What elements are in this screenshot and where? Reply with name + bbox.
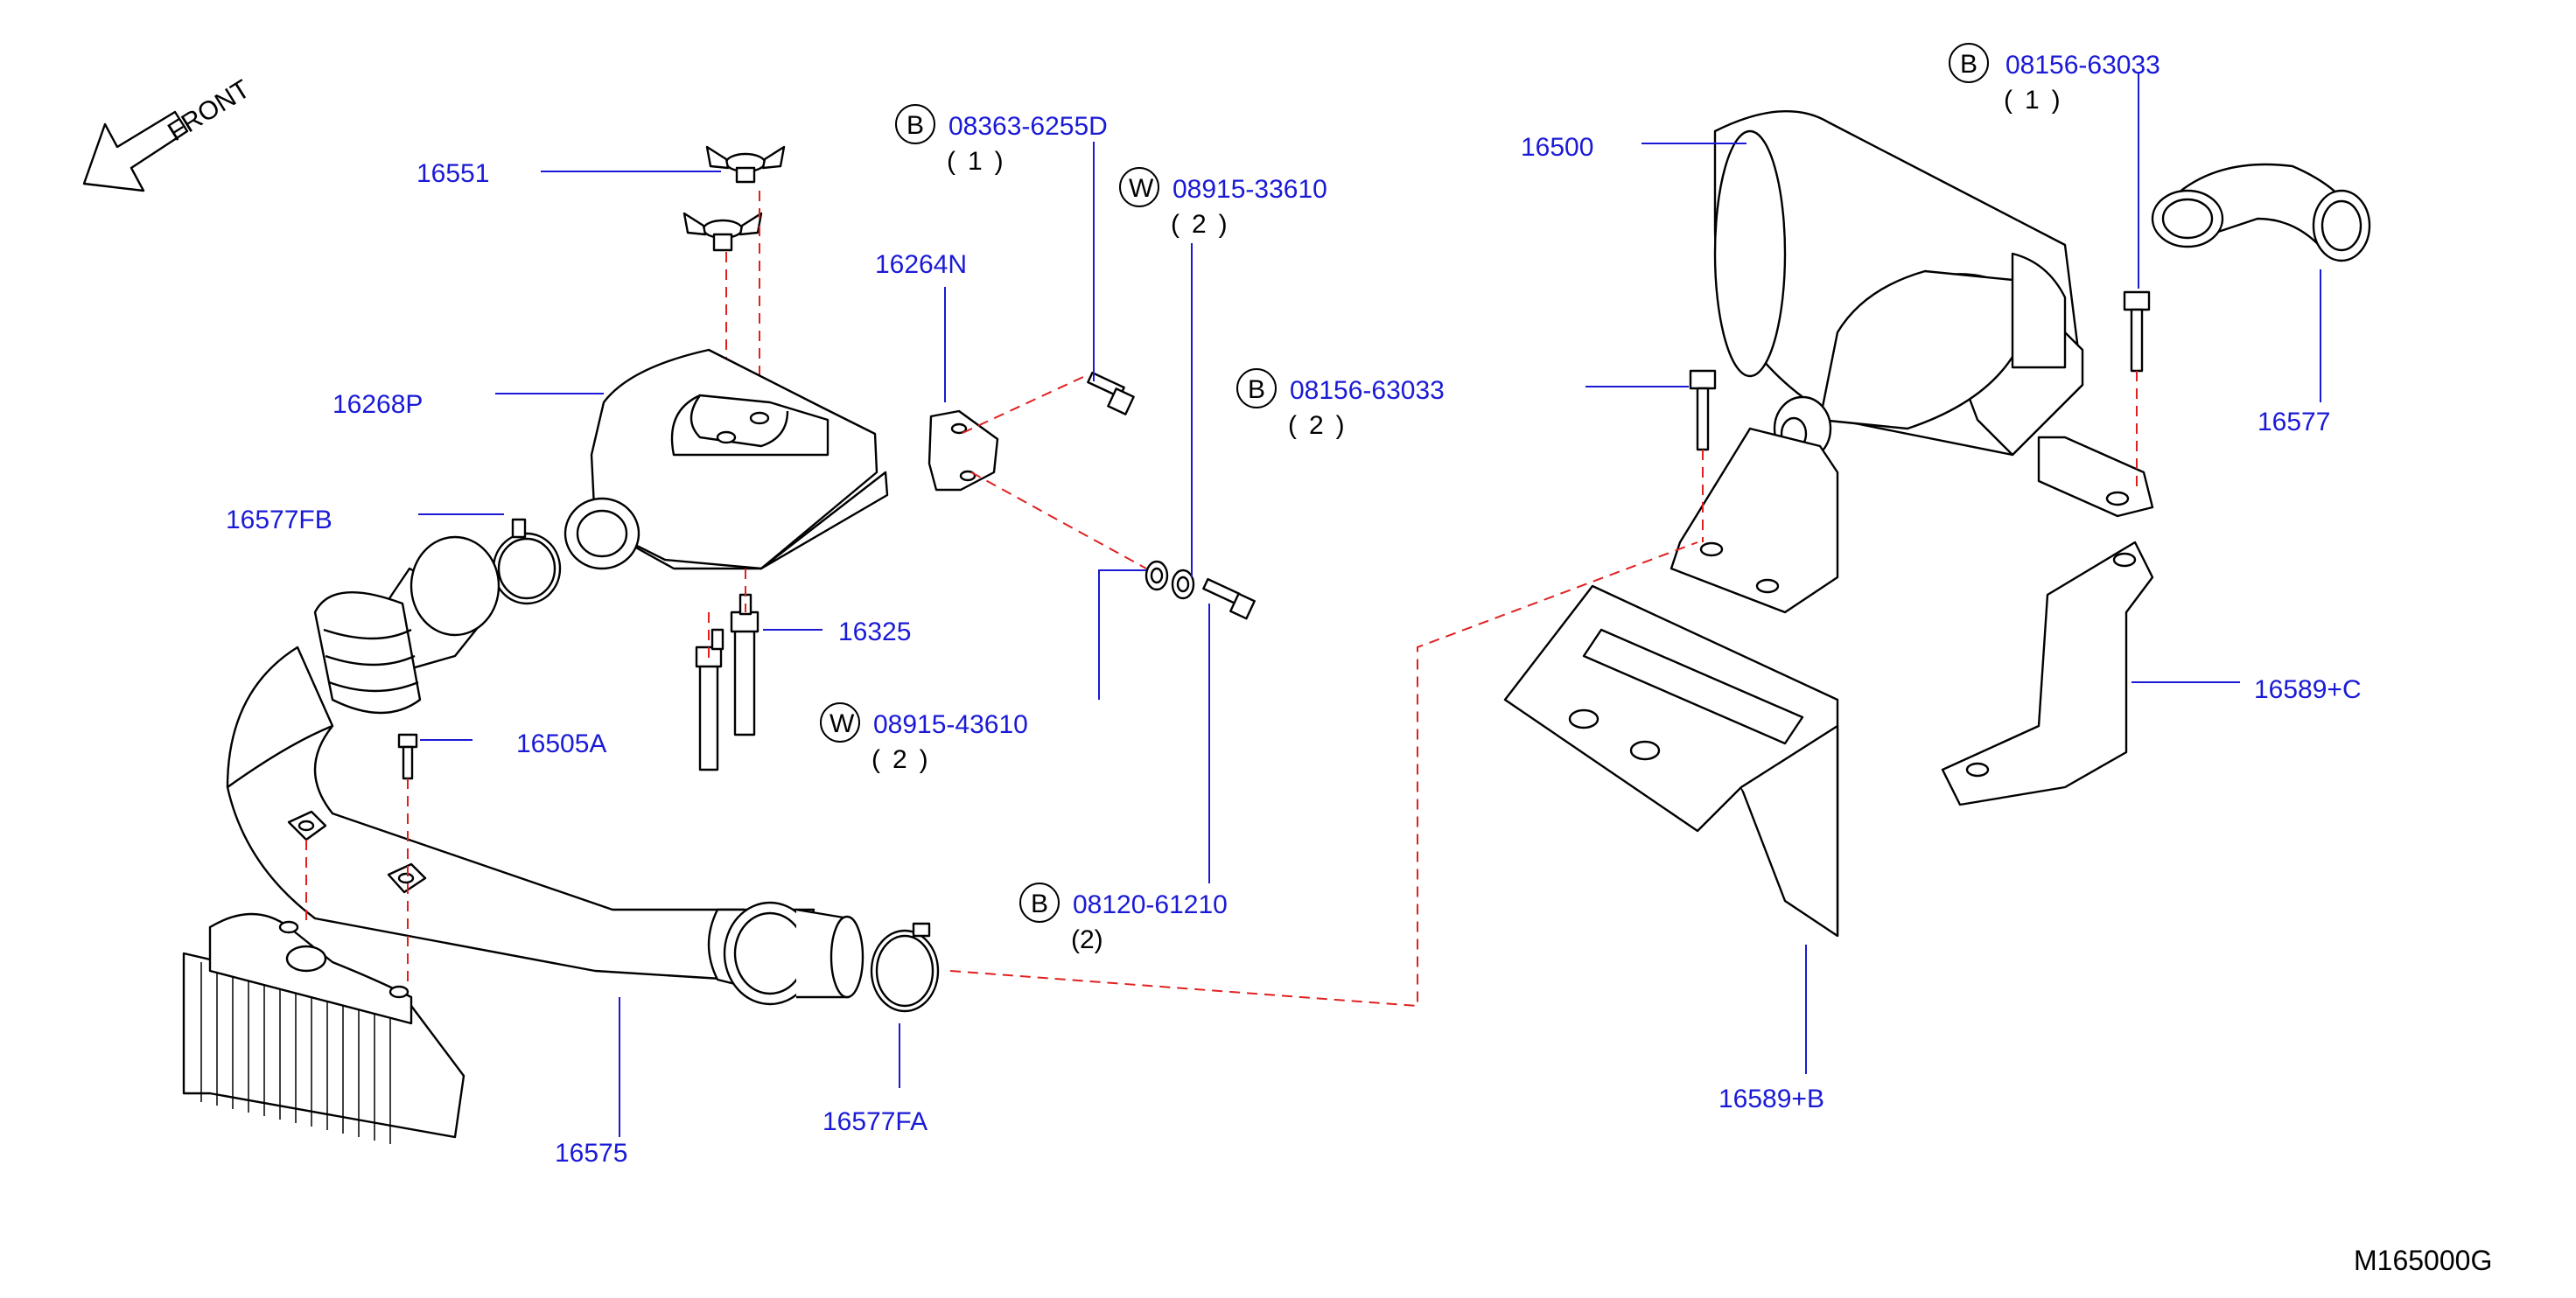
- bolt-icon: [2123, 290, 2151, 373]
- wing-nut-icon: [682, 212, 763, 252]
- fastener-number: 08156-63033: [1290, 376, 1445, 405]
- fastener-qty: (2): [1171, 210, 1240, 239]
- fastener-qty: (2): [1071, 925, 1103, 954]
- hose-clamp-icon: [492, 518, 562, 605]
- washer-icon: [1144, 560, 1169, 591]
- fastener-prefix: B: [906, 111, 924, 140]
- fastener-prefix: B: [1248, 375, 1265, 404]
- part-label-16575: 16575: [555, 1139, 627, 1168]
- air-cleaner-cover-icon: [564, 348, 889, 570]
- part-label-16264N: 16264N: [875, 250, 967, 279]
- fastener-number: 08363-6255D: [948, 112, 1108, 141]
- bolt-icon: [1689, 369, 1717, 451]
- fastener-callout: B 08120-61210 (2): [1019, 883, 1228, 954]
- fastener-number: 08915-43610: [873, 710, 1028, 739]
- circle-letter-icon: [820, 702, 860, 743]
- fastener-callout: W 08915-33610 (2): [1119, 167, 1327, 239]
- fastener-qty: (2): [1288, 411, 1357, 440]
- circle-letter-icon: [1119, 167, 1159, 207]
- fastener-callout: B 08156-63033 (1): [1949, 43, 2160, 115]
- fastener-qty: (1): [947, 147, 1016, 176]
- wing-nut-icon: [705, 145, 786, 184]
- bolt-icon: [1087, 371, 1135, 415]
- hose-elbow-icon: [2151, 163, 2371, 262]
- air-duct-icon: [226, 535, 864, 1006]
- front-label: FRONT: [163, 74, 255, 147]
- bolt-icon: [397, 733, 418, 780]
- fastener-callout: B 08363-6255D (1): [895, 104, 1108, 176]
- washer-icon: [1171, 569, 1195, 600]
- part-label-16589C: 16589+C: [2254, 675, 2362, 704]
- bolt-icon: [1202, 577, 1256, 620]
- part-label-16500: 16500: [1521, 133, 1593, 162]
- fastener-qty: (2): [872, 745, 941, 774]
- radiator-icon: [182, 912, 466, 1144]
- part-label-16551: 16551: [416, 159, 489, 188]
- fastener-qty: (1): [2004, 86, 2073, 115]
- circle-letter-icon: [1019, 883, 1060, 923]
- diagram-code: M165000G: [2354, 1245, 2492, 1276]
- bracket-icon: [1941, 541, 2154, 806]
- hose-clamp-icon: [870, 922, 940, 1013]
- circle-letter-icon: [1236, 368, 1277, 408]
- part-label-16505A: 16505A: [516, 729, 606, 758]
- fastener-callout: W 08915-43610 (2): [820, 702, 1028, 774]
- fastener-number: 08120-61210: [1073, 890, 1228, 919]
- circle-letter-icon: [895, 104, 935, 144]
- front-arrow-icon: [82, 110, 189, 192]
- part-label-16268P: 16268P: [332, 390, 423, 419]
- circle-letter-icon: [1949, 43, 1989, 83]
- part-label-16577FB: 16577FB: [226, 506, 332, 534]
- stud-icon: [695, 628, 724, 771]
- part-label-16325: 16325: [838, 618, 911, 646]
- fastener-number: 08156-63033: [2006, 51, 2160, 80]
- part-label-16589B: 16589+B: [1718, 1085, 1824, 1113]
- fastener-prefix: W: [1129, 174, 1154, 203]
- part-label-16577: 16577: [2258, 408, 2330, 436]
- bracket-plate-icon: [928, 409, 999, 492]
- fastener-prefix: B: [1960, 50, 1978, 79]
- mount-bracket-icon: [1670, 427, 2154, 614]
- air-cleaner-body-icon: [1713, 109, 2084, 462]
- fastener-number: 08915-33610: [1172, 175, 1327, 204]
- part-label-16577FA: 16577FA: [822, 1107, 928, 1136]
- fastener-prefix: W: [830, 709, 855, 738]
- bracket-icon: [1503, 584, 1839, 938]
- stud-icon: [730, 593, 760, 736]
- fastener-prefix: B: [1031, 890, 1048, 918]
- fastener-callout: B 08156-63033 (2): [1236, 368, 1445, 440]
